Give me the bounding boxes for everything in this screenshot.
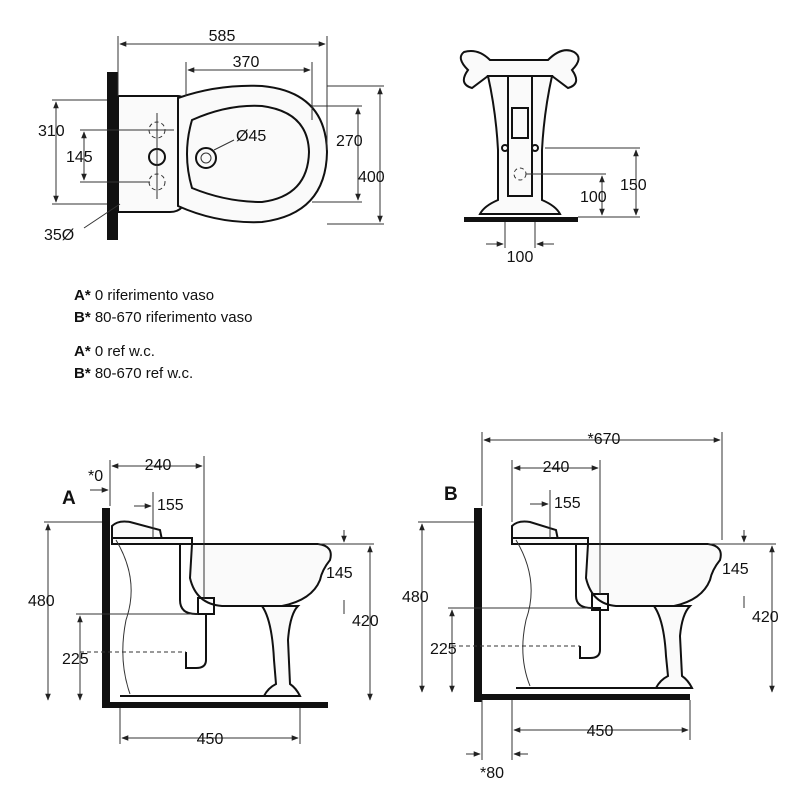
side-b-dim-80: *80	[480, 765, 504, 782]
side-view-a-waste	[197, 597, 215, 615]
dim-100-h: 100	[507, 249, 534, 266]
top-view-bowl-outer	[177, 84, 329, 224]
top-view-wall	[107, 72, 118, 240]
drain-hole	[195, 147, 217, 169]
side-view-a-deck	[111, 537, 193, 545]
dim-310: 310	[38, 123, 65, 140]
note-en-a-letter: A*	[74, 343, 91, 360]
side-b-dim-450: 450	[587, 723, 614, 740]
side-view-b-trap	[575, 544, 601, 659]
top-view-bowl-inner	[186, 104, 311, 204]
side-a-dim-145: 145	[326, 565, 353, 582]
side-b-dim-240: 240	[543, 459, 570, 476]
top-view-deck	[117, 95, 187, 213]
note-en-a-text: 0 ref w.c.	[91, 343, 155, 360]
dim-145-top: 145	[66, 149, 93, 166]
note-it-b: B* 80-670 riferimento vaso	[74, 309, 252, 326]
side-view-b: B *670 240 155 480 225	[402, 431, 779, 782]
note-it-a: A* 0 riferimento vaso	[74, 287, 214, 304]
note-en-b: B* 80-670 ref w.c.	[74, 365, 193, 382]
dim-100-v: 100	[580, 189, 607, 206]
front-view-pedestal	[478, 75, 562, 215]
note-it-a-text: 0 riferimento vaso	[91, 287, 214, 304]
front-view-floor	[464, 217, 578, 222]
side-a-dim-450: 450	[197, 731, 224, 748]
front-view-rim	[459, 49, 580, 90]
top-view: 585 370 310 145 270 400 Ø45 35Ø	[38, 28, 385, 244]
side-b-dim-145: 145	[722, 561, 749, 578]
dim-400: 400	[358, 169, 385, 186]
side-view-a-trap	[179, 544, 207, 669]
side-view-a-pedestal	[260, 605, 302, 697]
side-b-dim-420: 420	[752, 609, 779, 626]
inlet-right	[531, 144, 539, 152]
dim-270: 270	[336, 133, 363, 150]
side-view-b-floor	[474, 694, 690, 700]
side-view-b-wall	[474, 508, 482, 702]
dim-370: 370	[233, 54, 260, 71]
side-a-dim-225: 225	[62, 651, 89, 668]
side-view-b-hose	[515, 539, 532, 687]
dim-150: 150	[620, 177, 647, 194]
drain-hole-inner	[200, 152, 212, 164]
reference-notes: A* 0 riferimento vaso B* 80-670 riferime…	[74, 287, 252, 382]
side-a-dim-420: 420	[352, 613, 379, 630]
side-a-dim-0: *0	[88, 468, 103, 485]
front-view-tap-block	[511, 107, 529, 139]
side-view-b-pedestal	[652, 605, 694, 689]
inlet-left	[501, 144, 509, 152]
side-view-a-tap	[111, 520, 164, 542]
note-it-b-text: 80-670 riferimento vaso	[91, 309, 253, 326]
dim-o45: Ø45	[236, 128, 266, 145]
side-view-a-bowl	[188, 543, 332, 607]
note-it-b-letter: B*	[74, 309, 91, 326]
side-view-b-tap	[511, 520, 560, 542]
side-view-b-deck	[511, 537, 589, 545]
side-a-dim-480: 480	[28, 593, 55, 610]
side-view-a-hose	[115, 539, 132, 695]
side-view-a-wall	[102, 508, 110, 708]
side-view-a: A 240 *0 155 480 225	[28, 456, 379, 748]
side-b-dim-480: 480	[402, 589, 429, 606]
side-a-dim-240: 240	[145, 457, 172, 474]
dim-35o: 35Ø	[44, 227, 74, 244]
note-en-b-text: 80-670 ref w.c.	[91, 365, 194, 382]
side-view-b-label: B	[444, 484, 458, 505]
front-view: 150 100 100	[459, 49, 647, 266]
side-b-dim-155: 155	[554, 495, 581, 512]
note-it-a-letter: A*	[74, 287, 91, 304]
side-view-a-label: A	[62, 488, 76, 509]
note-en-a: A* 0 ref w.c.	[74, 343, 155, 360]
note-en-b-letter: B*	[74, 365, 91, 382]
side-view-b-bowl	[584, 543, 722, 607]
dim-585: 585	[209, 28, 236, 45]
side-view-a-floor	[102, 702, 328, 708]
side-a-dim-155: 155	[157, 497, 184, 514]
side-b-dim-225: 225	[430, 641, 457, 658]
side-b-dim-670: *670	[588, 431, 621, 448]
front-view-inner	[507, 76, 533, 197]
